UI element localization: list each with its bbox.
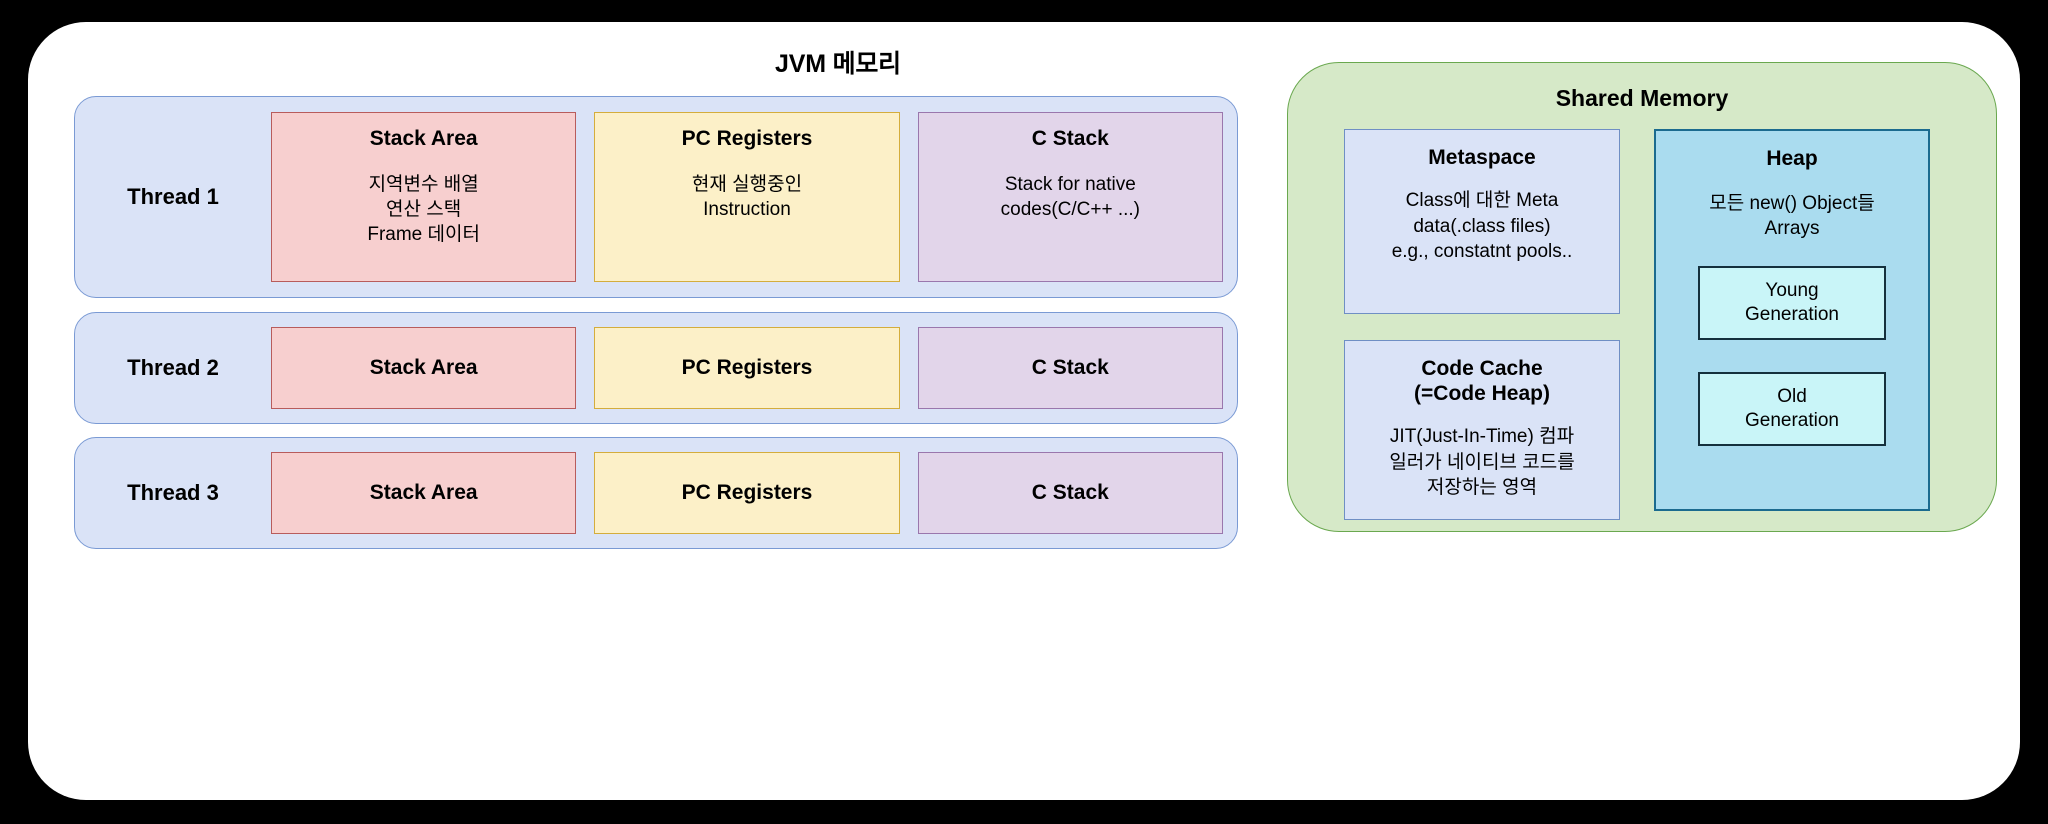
thread-memory-areas: Stack Area 지역변수 배열 연산 스택 Frame 데이터 PC Re… xyxy=(271,112,1237,282)
c-stack-box: C Stack Stack for native codes(C/C++ ...… xyxy=(917,112,1223,282)
shared-memory-panel: Shared Memory Metaspace Class에 대한 Meta d… xyxy=(1287,62,1997,532)
jvm-memory-panel: JVM 메모리 Thread 1 Stack Area 지역변수 배열 연산 스… xyxy=(28,22,2020,800)
box-title: C Stack xyxy=(1031,480,1109,504)
thread-memory-areas: Stack Area PC Registers C Stack xyxy=(271,452,1237,534)
metaspace-box: Metaspace Class에 대한 Meta data(.class fil… xyxy=(1344,129,1620,314)
heap-box: Heap 모든 new() Object들 Arrays Young Gener… xyxy=(1654,129,1930,511)
box-title: C Stack xyxy=(1031,127,1109,150)
box-title: Heap xyxy=(1766,147,1818,170)
old-generation-box: Old Generation xyxy=(1698,371,1886,446)
shared-memory-title: Shared Memory xyxy=(1555,85,1729,111)
box-description: JIT(Just-In-Time) 컴파 일러가 네이티브 코드를 저장하는 영… xyxy=(1389,426,1575,499)
thread-label: Thread 2 xyxy=(127,355,219,380)
c-stack-box: C Stack xyxy=(917,327,1223,409)
box-title: Stack Area xyxy=(369,480,478,504)
stack-area-box: Stack Area xyxy=(271,327,577,409)
box-title: Stack Area xyxy=(369,355,478,379)
thread-label: Thread 1 xyxy=(127,184,219,209)
box-title: C Stack xyxy=(1031,355,1109,379)
code-cache-box: Code Cache (=Code Heap) JIT(Just-In-Time… xyxy=(1344,340,1620,520)
young-generation-box: Young Generation xyxy=(1698,265,1886,340)
box-description: 모든 new() Object들 Arrays xyxy=(1709,193,1875,240)
thread-row: Thread 2 Stack Area PC Registers C Stack xyxy=(74,312,1238,424)
box-title: PC Registers xyxy=(681,127,813,150)
box-title: Metaspace xyxy=(1428,146,1536,169)
box-title: PC Registers xyxy=(681,480,813,504)
c-stack-box: C Stack xyxy=(917,452,1223,534)
shared-memory-left-column: Metaspace Class에 대한 Meta data(.class fil… xyxy=(1344,129,1620,520)
box-description: Class에 대한 Meta data(.class files) e.g., … xyxy=(1391,190,1573,263)
box-title: Stack Area xyxy=(369,127,478,150)
box-description: 현재 실행중인 Instruction xyxy=(691,173,803,220)
pc-registers-box: PC Registers 현재 실행중인 Instruction xyxy=(594,112,900,282)
page-title: JVM 메모리 xyxy=(775,50,901,78)
pc-registers-box: PC Registers xyxy=(594,327,900,409)
thread-row: Thread 3 Stack Area PC Registers C Stack xyxy=(74,437,1238,549)
thread-memory-areas: Stack Area PC Registers C Stack xyxy=(271,327,1237,409)
box-description: 지역변수 배열 연산 스택 Frame 데이터 xyxy=(367,173,480,245)
stack-area-box: Stack Area 지역변수 배열 연산 스택 Frame 데이터 xyxy=(271,112,577,282)
box-title: Code Cache (=Code Heap) xyxy=(1414,357,1550,406)
stack-area-box: Stack Area xyxy=(271,452,577,534)
thread-row: Thread 1 Stack Area 지역변수 배열 연산 스택 Frame … xyxy=(74,96,1238,298)
box-description: Stack for native codes(C/C++ ...) xyxy=(1000,173,1141,220)
box-title: PC Registers xyxy=(681,355,813,379)
thread-label: Thread 3 xyxy=(127,480,219,505)
pc-registers-box: PC Registers xyxy=(594,452,900,534)
